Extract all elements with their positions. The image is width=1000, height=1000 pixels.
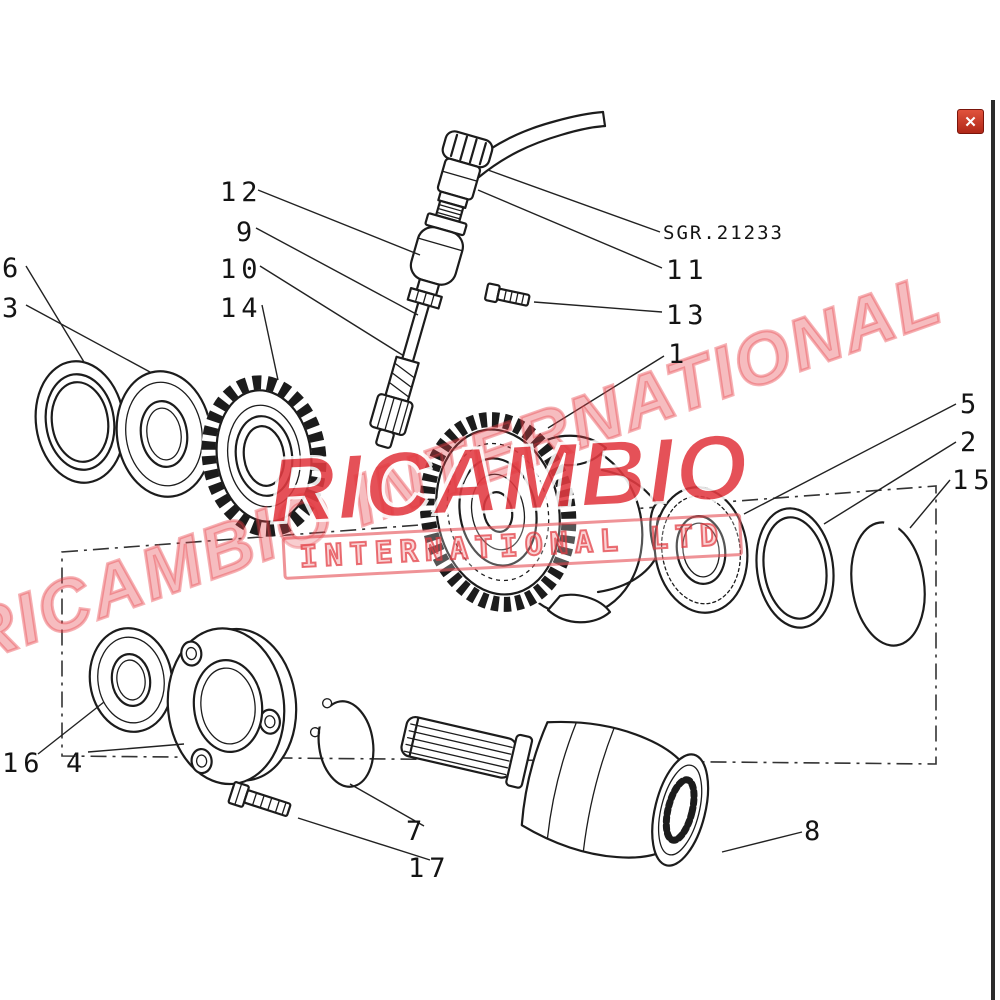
bearing-16	[88, 627, 174, 733]
part-label-15: 15	[952, 465, 995, 496]
close-button[interactable]: ✕	[957, 109, 984, 134]
cv-joint-8	[400, 715, 710, 867]
part-label-1: 1	[668, 339, 690, 370]
part-label-11: 11	[666, 255, 709, 286]
part-label-2: 2	[960, 427, 982, 458]
bearing-3	[115, 370, 213, 498]
part-label-12: 12	[220, 177, 263, 208]
snap-ring-7	[309, 698, 375, 788]
part-label-17: 17	[408, 853, 451, 884]
diff-assembly-1	[419, 410, 679, 624]
part-label-4: 4	[66, 748, 88, 779]
ring-2	[755, 507, 835, 629]
part-label-5: 5	[960, 389, 982, 420]
part-label-13: 13	[666, 300, 709, 331]
bolt-13	[484, 282, 531, 307]
part-label-6: 6	[2, 253, 24, 284]
bolt-17	[227, 781, 292, 817]
seal-6	[34, 360, 126, 484]
part-label-8: 8	[804, 816, 826, 847]
part-label-16: 16	[2, 748, 45, 779]
speedo-sensor-assembly	[369, 130, 494, 449]
part-label-14: 14	[220, 293, 263, 324]
diagram-reference-code: SGR.21233	[663, 222, 784, 244]
scrollbar-edge[interactable]	[991, 100, 995, 1000]
leader-lines	[25, 169, 957, 861]
flange-4	[166, 627, 298, 786]
gear-14	[201, 374, 327, 538]
bearing-5	[653, 486, 749, 614]
part-label-3: 3	[2, 293, 24, 324]
axis-frame	[61, 485, 937, 765]
part-label-7: 7	[406, 816, 428, 847]
part-label-10: 10	[220, 254, 263, 285]
part-label-9: 9	[236, 217, 258, 248]
snap-ring-15	[850, 513, 926, 647]
